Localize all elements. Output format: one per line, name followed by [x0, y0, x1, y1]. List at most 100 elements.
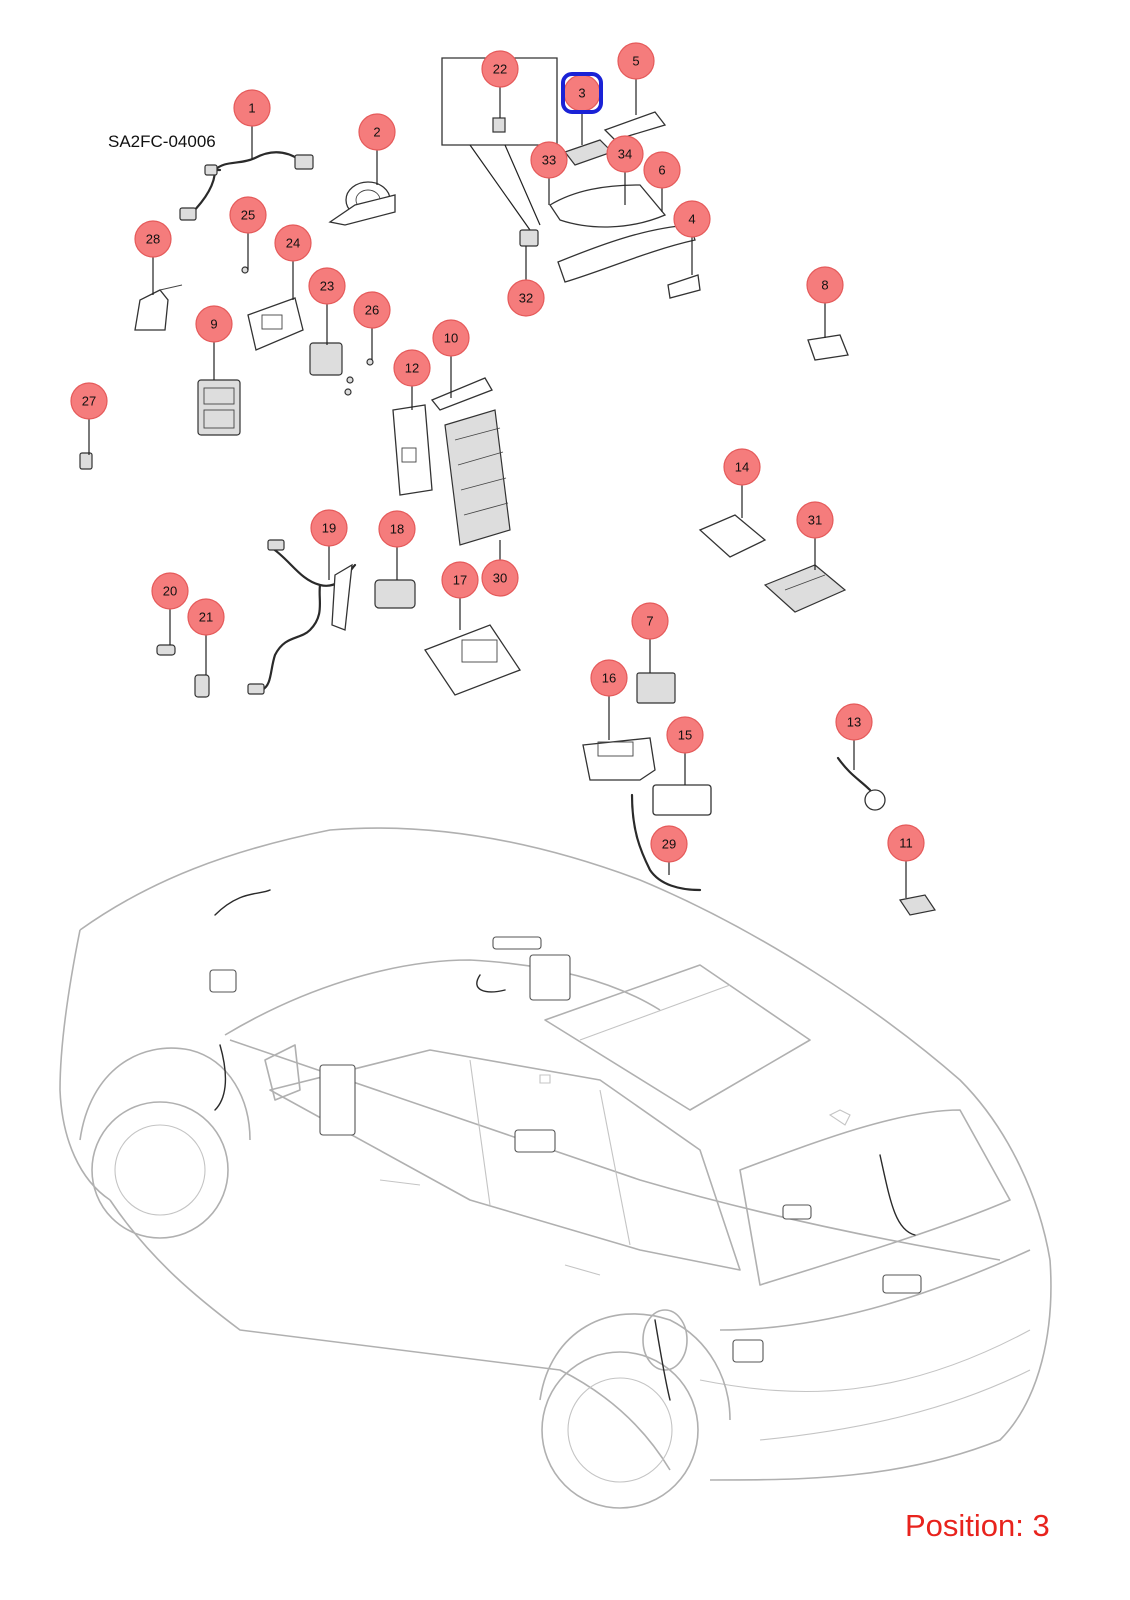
callout-16[interactable]: 16	[590, 659, 628, 697]
callout-11[interactable]: 11	[887, 824, 925, 862]
part-17-control-unit	[424, 624, 521, 696]
callout-10[interactable]: 10	[432, 319, 470, 357]
callout-5[interactable]: 5	[617, 42, 655, 80]
svg-text:32: 32	[519, 291, 533, 306]
callout-24[interactable]: 24	[274, 224, 312, 262]
svg-text:5: 5	[632, 54, 639, 69]
svg-text:8: 8	[821, 278, 828, 293]
callout-19[interactable]: 19	[310, 509, 348, 547]
svg-text:29: 29	[662, 837, 676, 852]
part-13-sensor	[836, 756, 886, 811]
svg-text:20: 20	[163, 584, 177, 599]
svg-text:22: 22	[493, 62, 507, 77]
part-19-wiring-harness	[247, 539, 357, 695]
parts	[79, 57, 936, 916]
callout-33[interactable]: 33	[530, 141, 568, 179]
svg-text:13: 13	[847, 715, 861, 730]
callouts: 1 2 3 4 5 6 7 8 9 10 11 12 13 14 15 16 1…	[70, 42, 925, 863]
diagram-code: SA2FC-04006	[108, 132, 216, 151]
callout-28[interactable]: 28	[134, 220, 172, 258]
selected-callout-ring	[561, 72, 603, 114]
callout-27[interactable]: 27	[70, 382, 108, 420]
svg-text:9: 9	[210, 317, 217, 332]
callout-8[interactable]: 8	[806, 266, 844, 304]
part-4-lamp-assembly	[557, 224, 696, 283]
callout-22[interactable]: 22	[481, 50, 519, 88]
svg-text:25: 25	[241, 208, 255, 223]
part-28-bracket	[134, 284, 183, 331]
callout-31[interactable]: 31	[796, 501, 834, 539]
svg-text:16: 16	[602, 671, 616, 686]
callout-15[interactable]: 15	[666, 716, 704, 754]
part-3-overhead-module	[564, 139, 614, 166]
part-26-nut	[366, 358, 374, 366]
part-16-housing	[582, 737, 656, 781]
callout-29[interactable]: 29	[650, 825, 688, 863]
svg-text:3: 3	[578, 86, 585, 101]
part-18-module	[374, 579, 416, 609]
svg-text:2: 2	[373, 125, 380, 140]
part-11-bracket	[899, 894, 936, 916]
part-9-control-panel	[197, 379, 241, 436]
vehicle-outline	[59, 827, 1052, 1509]
svg-text:7: 7	[646, 614, 653, 629]
part-21-sensor	[194, 674, 210, 698]
part-6-console-housing	[549, 184, 667, 228]
svg-text:24: 24	[286, 236, 300, 251]
callout-21[interactable]: 21	[187, 598, 225, 636]
callout-14[interactable]: 14	[723, 448, 761, 486]
callout-2[interactable]: 2	[358, 113, 396, 151]
svg-text:18: 18	[390, 522, 404, 537]
callout-26[interactable]: 26	[353, 291, 391, 329]
callout-30[interactable]: 30	[481, 559, 519, 597]
svg-text:26: 26	[365, 303, 379, 318]
callout-9[interactable]: 9	[195, 305, 233, 343]
callout-32[interactable]: 32	[507, 279, 545, 317]
svg-text:15: 15	[678, 728, 692, 743]
part-25-bolt	[241, 266, 249, 274]
svg-text:30: 30	[493, 571, 507, 586]
callout-34[interactable]: 34	[606, 135, 644, 173]
part-14-module	[698, 514, 767, 558]
part-27-connector	[79, 452, 93, 470]
callout-3[interactable]: 3	[561, 72, 603, 114]
svg-text:4: 4	[688, 212, 695, 227]
callout-18[interactable]: 18	[378, 510, 416, 548]
callout-13[interactable]: 13	[835, 703, 873, 741]
part-12-mounting-plate	[392, 404, 433, 496]
part-1-wiring-harness	[179, 151, 314, 221]
callout-20[interactable]: 20	[151, 572, 189, 610]
callout-17[interactable]: 17	[441, 561, 479, 599]
leader-lines	[88, 78, 907, 898]
svg-text:17: 17	[453, 573, 467, 588]
part-23-sensor-unit	[309, 342, 354, 396]
callout-23[interactable]: 23	[308, 267, 346, 305]
part-15-module	[652, 784, 712, 816]
svg-text:23: 23	[320, 279, 334, 294]
svg-text:1: 1	[248, 101, 255, 116]
part-24-switch-plate	[247, 297, 304, 351]
svg-text:31: 31	[808, 513, 822, 528]
part-8-module	[807, 334, 849, 361]
callout-4[interactable]: 4	[673, 200, 711, 238]
svg-text:21: 21	[199, 610, 213, 625]
part-2-horn	[328, 181, 396, 226]
part-7-panel	[636, 672, 676, 704]
svg-text:19: 19	[322, 521, 336, 536]
position-label: Position: 3	[905, 1508, 1050, 1543]
part-10-bracket	[430, 377, 493, 411]
callout-1[interactable]: 1	[233, 89, 271, 127]
svg-text:27: 27	[82, 394, 96, 409]
svg-text:28: 28	[146, 232, 160, 247]
callout-6[interactable]: 6	[643, 151, 681, 189]
part-32-clip	[519, 229, 539, 247]
callout-25[interactable]: 25	[229, 196, 267, 234]
part-29-cable	[630, 793, 702, 892]
part-5-cover	[603, 111, 667, 141]
svg-text:33: 33	[542, 153, 556, 168]
callout-12[interactable]: 12	[393, 349, 431, 387]
callout-7[interactable]: 7	[631, 602, 669, 640]
svg-text:12: 12	[405, 361, 419, 376]
svg-text:10: 10	[444, 331, 458, 346]
